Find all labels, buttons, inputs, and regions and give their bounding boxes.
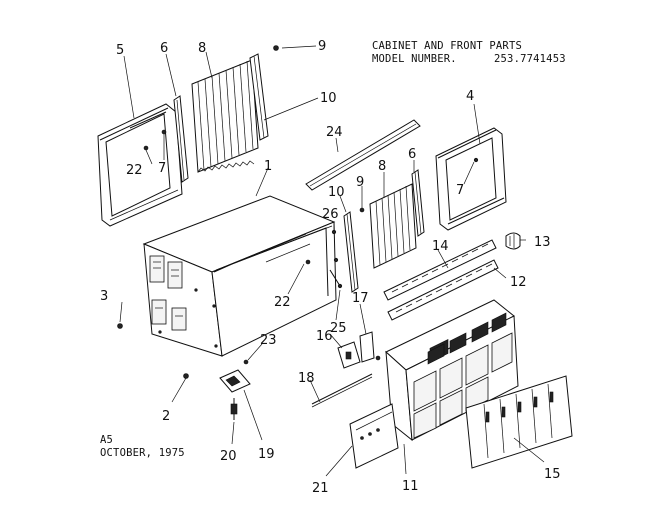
callout-20: 20 <box>220 449 237 464</box>
callout-17: 17 <box>352 291 369 306</box>
callout-21: 21 <box>312 481 329 496</box>
part-23-screw <box>243 359 249 365</box>
callout-12: 12 <box>510 275 527 290</box>
part-1-cabinet <box>142 195 337 357</box>
callout-10-left: 10 <box>320 91 337 106</box>
part-10-channel-left <box>249 53 269 141</box>
callout-26: 26 <box>322 207 339 222</box>
part-4-side-frame-right <box>435 127 507 231</box>
callout-6-right: 6 <box>408 147 416 162</box>
part-19-bracket <box>219 369 251 393</box>
part-22-screw-right <box>305 259 311 265</box>
callout-5: 5 <box>116 43 124 58</box>
part-3-screw <box>117 323 123 329</box>
callout-13: 13 <box>534 235 551 250</box>
callout-7-left: 7 <box>158 161 166 176</box>
callout-9-top: 9 <box>318 39 326 54</box>
callout-25: 25 <box>330 321 347 336</box>
callout-23: 23 <box>260 333 277 348</box>
callout-4: 4 <box>466 89 474 104</box>
part-7-clip-right <box>473 157 479 163</box>
callout-19: 19 <box>258 447 275 462</box>
callout-10-right: 10 <box>328 185 345 200</box>
callout-1: 1 <box>264 159 272 174</box>
part-16-bracket <box>337 341 361 369</box>
footer-code: A5 <box>100 434 114 446</box>
callout-9-right: 9 <box>356 175 364 190</box>
part-13-knob <box>505 232 521 250</box>
part-18-rod <box>311 373 373 408</box>
part-17-plate <box>359 331 381 363</box>
part-8-louver-left <box>191 59 259 173</box>
part-22-screw-left <box>143 145 149 151</box>
part-8-louver-right <box>369 183 417 269</box>
callout-24: 24 <box>326 125 343 140</box>
part-5-side-frame-left <box>97 103 183 227</box>
part-14-louver-bar <box>383 239 497 301</box>
part-2-screw <box>183 373 189 379</box>
callout-22-right: 22 <box>274 295 291 310</box>
part-24-bar <box>305 119 421 191</box>
part-21-panel <box>349 403 399 469</box>
part-9-screw-top <box>273 45 279 51</box>
part-9-screw-right <box>359 207 365 213</box>
part-10-channel-right <box>343 211 359 293</box>
callout-15: 15 <box>544 467 561 482</box>
part-6-strip-right <box>411 169 425 237</box>
model-number: 253.7741453 <box>494 53 566 65</box>
leader-lines <box>119 45 545 477</box>
part-15-filter <box>465 375 573 469</box>
part-6-strip-left <box>173 95 189 183</box>
part-12-louver-bar <box>387 259 499 321</box>
callout-14: 14 <box>432 239 449 254</box>
callout-8-left: 8 <box>198 41 206 56</box>
callout-3: 3 <box>100 289 108 304</box>
callout-18: 18 <box>298 371 315 386</box>
callout-16: 16 <box>316 329 333 344</box>
model-number-label: MODEL NUMBER. <box>372 53 457 65</box>
callout-7-right: 7 <box>456 183 464 198</box>
part-11-front-grille <box>385 299 519 442</box>
callout-11: 11 <box>402 479 419 494</box>
part-20-screw <box>230 398 238 420</box>
callout-22-left: 22 <box>126 163 143 178</box>
part-26-clip <box>329 229 343 289</box>
footer-date: OCTOBER, 1975 <box>100 447 185 459</box>
diagram-title: CABINET AND FRONT PARTS <box>372 40 522 52</box>
part-7-clip-left <box>161 129 167 135</box>
callout-2: 2 <box>162 409 170 424</box>
callout-6-left: 6 <box>160 41 168 56</box>
callout-8-right: 8 <box>378 159 386 174</box>
